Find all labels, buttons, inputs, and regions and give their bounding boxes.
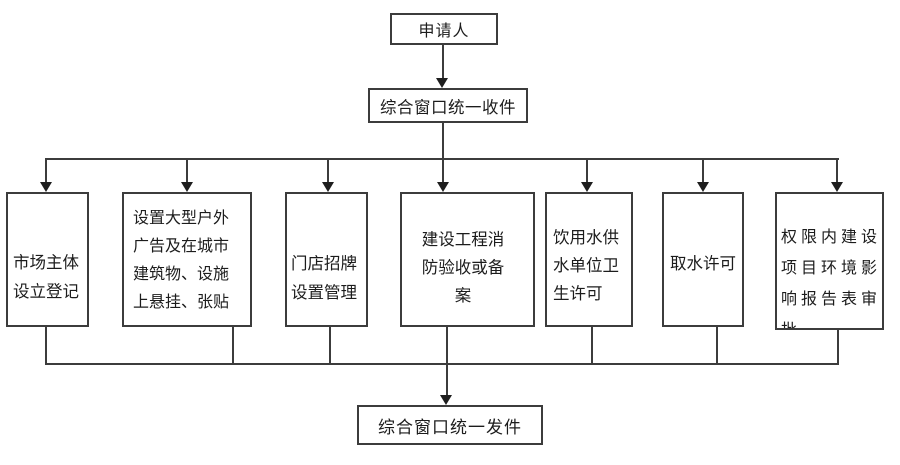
node-fire-inspection-label: 建设工程消 防验收或备 案 — [421, 230, 505, 305]
connector-line — [446, 363, 448, 396]
arrow-down-icon — [437, 182, 449, 192]
connector-line — [837, 330, 839, 365]
arrow-down-icon — [440, 395, 452, 405]
node-applicant-label: 申请人 — [418, 21, 470, 40]
arrow-down-icon — [40, 182, 52, 192]
arrow-down-icon — [581, 182, 593, 192]
node-drinking-water-hygiene-label: 饮用水供 水单位卫 生许可 — [553, 228, 619, 303]
node-env-impact-report-label: 权限内建设 项目环境影 响报告表审 批 — [781, 227, 882, 330]
connector-line — [45, 327, 47, 365]
node-market-registration-label: 市场主体 设立登记 — [13, 253, 79, 301]
arrow-down-icon — [831, 182, 843, 192]
node-market-registration: 市场主体 设立登记 — [6, 192, 89, 327]
connector-line — [442, 123, 444, 159]
node-shop-signboard: 门店招牌 设置管理 — [285, 192, 368, 327]
node-water-intake-permit-label: 取水许可 — [670, 254, 736, 273]
connector-line — [586, 158, 588, 183]
connector-line — [591, 327, 593, 365]
node-fire-inspection: 建设工程消 防验收或备 案 — [400, 192, 535, 327]
connector-line — [836, 158, 838, 183]
arrow-down-icon — [322, 182, 334, 192]
connector-line — [45, 158, 47, 183]
arrow-down-icon — [181, 182, 193, 192]
node-shop-signboard-label: 门店招牌 设置管理 — [291, 254, 357, 302]
connector-line — [702, 158, 704, 183]
connector-line — [327, 158, 329, 183]
connector-line — [442, 158, 444, 183]
connector-line — [45, 363, 839, 365]
connector-line — [232, 327, 234, 365]
connector-line — [446, 327, 448, 365]
arrow-down-icon — [697, 182, 709, 192]
connector-line — [186, 158, 188, 183]
node-intake-window: 综合窗口统一收件 — [368, 88, 528, 123]
connector-line — [716, 327, 718, 365]
node-outdoor-ad-setup-label: 设置大型户外 广告及在城市 建筑物、设施 上悬挂、张贴 — [133, 208, 230, 311]
arrow-down-icon — [436, 78, 448, 88]
node-water-intake-permit: 取水许可 — [662, 192, 744, 327]
connector-line — [442, 45, 444, 79]
node-outdoor-ad-setup: 设置大型户外 广告及在城市 建筑物、设施 上悬挂、张贴 — [122, 192, 252, 327]
node-env-impact-report: 权限内建设 项目环境影 响报告表审 批 — [775, 192, 884, 330]
node-dispatch-window: 综合窗口统一发件 — [357, 405, 543, 445]
connector-line — [329, 327, 331, 365]
node-applicant: 申请人 — [390, 13, 498, 45]
node-intake-window-label: 综合窗口统一收件 — [380, 97, 516, 117]
node-dispatch-window-label: 综合窗口统一发件 — [378, 417, 522, 438]
node-drinking-water-hygiene: 饮用水供 水单位卫 生许可 — [545, 192, 633, 327]
